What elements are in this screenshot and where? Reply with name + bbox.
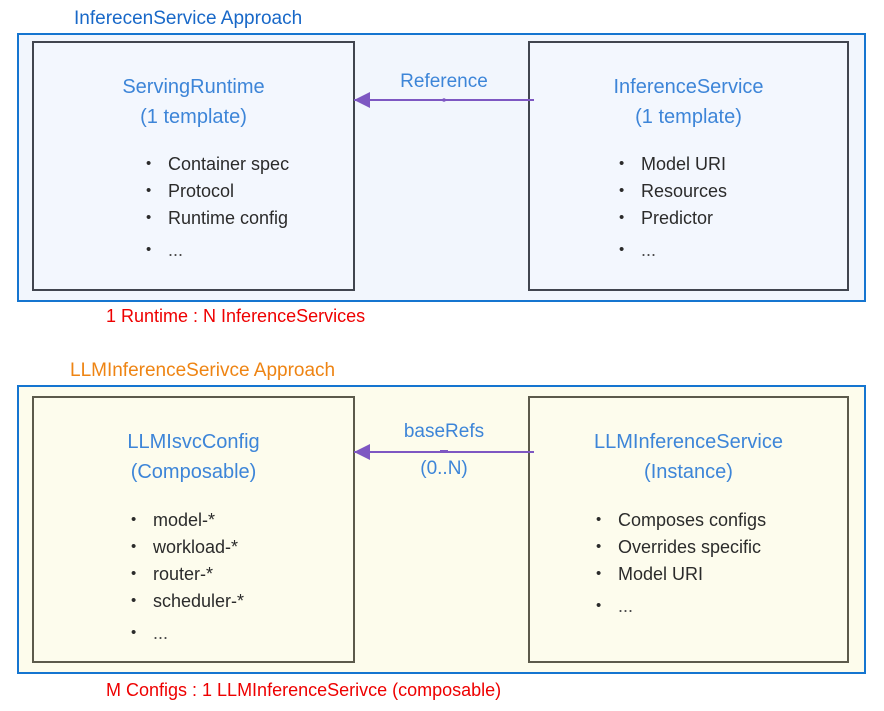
section-title-inference-service: InferecenService Approach xyxy=(74,8,303,29)
list-item: Predictor xyxy=(619,204,727,232)
list-item: model-* xyxy=(131,506,244,534)
connector-label-reference: Reference xyxy=(400,71,488,92)
section-title-llm-inference-service: LLMInferenceSerivce Approach xyxy=(70,360,336,381)
list-item: Container spec xyxy=(146,150,289,178)
entity-subtitle-inference-service: (1 template) xyxy=(635,106,742,128)
entity-subtitle-llmisvcconfig: (Composable) xyxy=(130,461,257,483)
entity-title-inference-service: InferenceService xyxy=(613,76,764,98)
list-item: scheduler-* xyxy=(131,587,244,615)
bullet-list-serving-runtime: Container spec Protocol Runtime config .… xyxy=(146,150,289,264)
caption-configs-ratio: M Configs : 1 LLMInferenceSerivce (compo… xyxy=(106,680,502,700)
list-item: Protocol xyxy=(146,177,289,205)
entity-subtitle-llminferenceservice: (Instance) xyxy=(644,461,733,483)
list-item: router-* xyxy=(131,560,244,588)
list-item: Overrides specific xyxy=(596,533,766,561)
list-item: Model URI xyxy=(619,150,727,178)
connector-label-baserefs: baseRefs xyxy=(403,421,485,442)
list-item: Runtime config xyxy=(146,204,289,232)
entity-box-llmisvcconfig: LLMIsvcConfig (Composable) model-* workl… xyxy=(32,396,355,663)
entity-title-llminferenceservice: LLMInferenceService xyxy=(594,431,783,453)
entity-box-llminferenceservice: LLMInferenceService (Instance) Composes … xyxy=(528,396,849,663)
list-item: ... xyxy=(619,236,727,264)
bullet-list-inference-service: Model URI Resources Predictor ... xyxy=(619,150,727,264)
entity-box-serving-runtime: ServingRuntime (1 template) Container sp… xyxy=(32,41,355,291)
entity-title-serving-runtime: ServingRuntime xyxy=(122,76,265,98)
list-item: ... xyxy=(131,619,244,647)
entity-box-inference-service: InferenceService (1 template) Model URI … xyxy=(528,41,849,291)
list-item: ... xyxy=(596,592,766,620)
list-item: Resources xyxy=(619,177,727,205)
bullet-list-llmisvcconfig: model-* workload-* router-* scheduler-* … xyxy=(131,506,244,647)
list-item: workload-* xyxy=(131,533,244,561)
entity-subtitle-serving-runtime: (1 template) xyxy=(140,106,247,128)
list-item: Model URI xyxy=(596,560,766,588)
entity-title-llmisvcconfig: LLMIsvcConfig xyxy=(127,431,260,453)
bullet-list-llminferenceservice: Composes configs Overrides specific Mode… xyxy=(596,506,766,620)
connector-label-cardinality: (0..N) xyxy=(420,458,468,479)
list-item: ... xyxy=(146,236,289,264)
list-item: Composes configs xyxy=(596,506,766,534)
caption-runtime-ratio: 1 Runtime : N InferenceServices xyxy=(106,306,366,326)
